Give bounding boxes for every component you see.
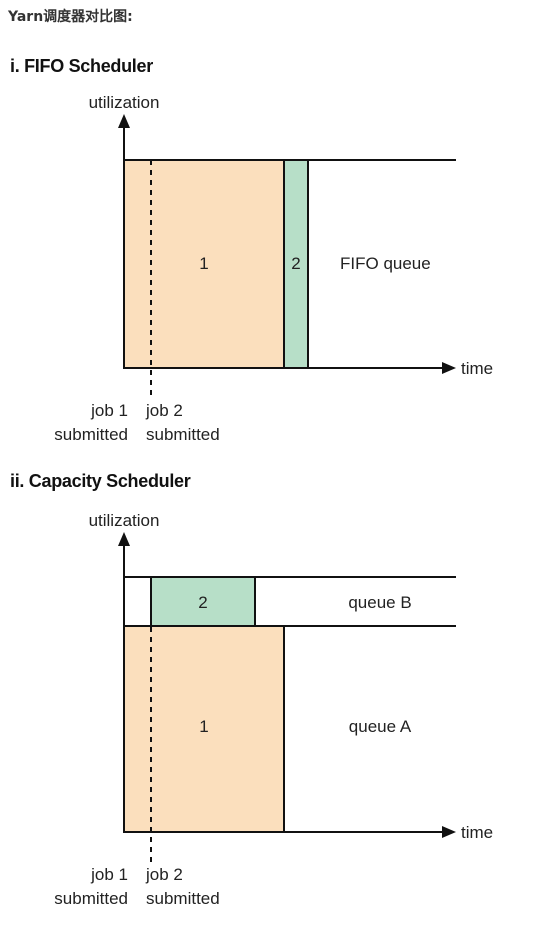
capacity-job1-submitted-line2: submitted xyxy=(54,889,128,908)
fifo-job2-submitted-line1: job 2 xyxy=(145,401,183,420)
capacity-queue-b-label: queue B xyxy=(348,593,411,612)
capacity-x-axis-arrow xyxy=(442,826,456,838)
capacity-job2-submitted-line2: submitted xyxy=(146,889,220,908)
fifo-y-axis-arrow xyxy=(118,114,130,128)
capacity-x-axis-label: time xyxy=(461,823,493,842)
fifo-job1-submitted-line1: job 1 xyxy=(90,401,128,420)
capacity-job2-submitted-line1: job 2 xyxy=(145,865,183,884)
capacity-job2-label: 2 xyxy=(198,593,207,612)
fifo-job2-submitted-line2: submitted xyxy=(146,425,220,444)
capacity-y-axis-label: utilization xyxy=(89,511,160,530)
fifo-job1-label: 1 xyxy=(199,254,208,273)
fifo-queue-label: FIFO queue xyxy=(340,254,431,273)
fifo-job2-block xyxy=(283,159,309,369)
fifo-x-axis-arrow xyxy=(442,362,456,374)
capacity-job1-submitted-line1: job 1 xyxy=(90,865,128,884)
capacity-y-axis-arrow xyxy=(118,532,130,546)
capacity-queue-a-label: queue A xyxy=(349,717,412,736)
capacity-section-title: ii. Capacity Scheduler xyxy=(10,471,191,491)
fifo-y-axis-label: utilization xyxy=(89,93,160,112)
fifo-job2-label: 2 xyxy=(291,254,300,273)
fifo-diagram: utilization time 1 2 FIFO queue job 1 su… xyxy=(54,93,493,444)
fifo-section-title: i. FIFO Scheduler xyxy=(10,56,153,76)
fifo-x-axis-label: time xyxy=(461,359,493,378)
fifo-job1-submitted-line2: submitted xyxy=(54,425,128,444)
capacity-diagram: utilization time 2 queue B 1 queue A job… xyxy=(54,511,493,908)
capacity-job2-block xyxy=(150,576,256,627)
capacity-job1-label: 1 xyxy=(199,717,208,736)
page-title: Yarn调度器对比图: xyxy=(8,9,133,25)
